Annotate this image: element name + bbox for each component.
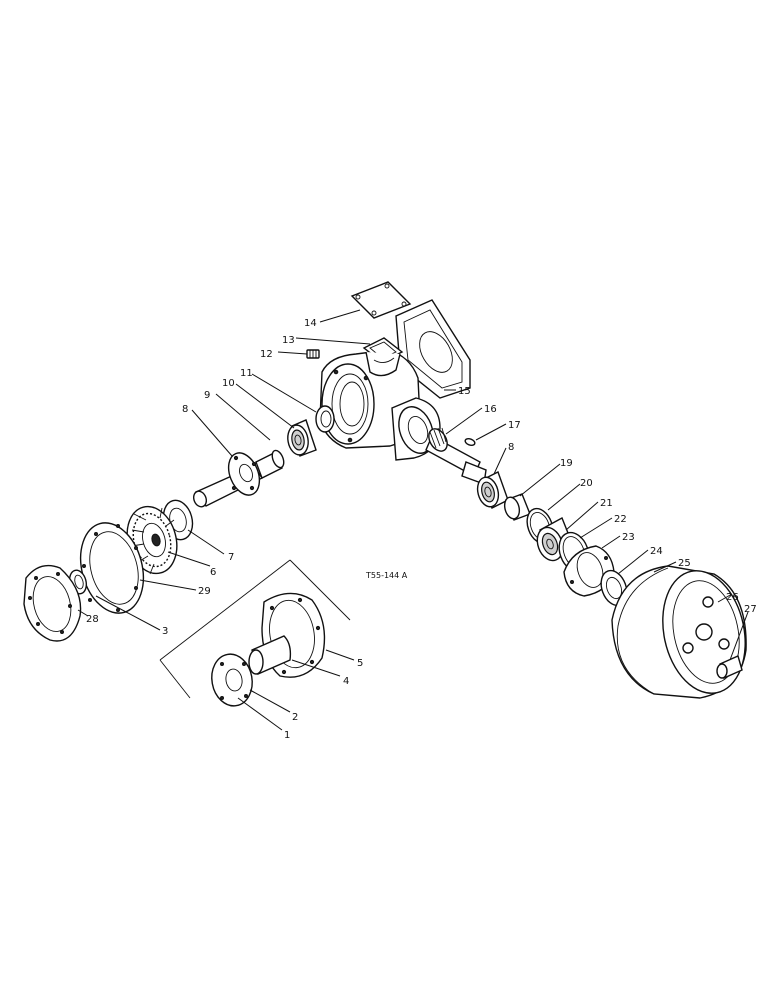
callout-13: 13 <box>282 335 295 346</box>
part-8-input-shaft <box>192 449 285 508</box>
part-21-bearing <box>536 517 575 562</box>
part-12-breather-plug <box>306 349 320 359</box>
callout-4: 4 <box>343 676 349 687</box>
callout-8-bearing: 8 <box>508 442 514 453</box>
part-28-end-cover <box>23 564 82 642</box>
callout-15: 15 <box>458 386 471 397</box>
callout-6: 6 <box>210 567 216 578</box>
callout-21: 21 <box>600 498 613 509</box>
callout-3: 3 <box>162 626 168 637</box>
callout-2: 2 <box>292 712 298 723</box>
callout-11: 11 <box>240 368 253 379</box>
callout-25: 25 <box>678 558 691 569</box>
part-8-bearing <box>476 471 509 509</box>
callout-27: 27 <box>744 604 757 615</box>
part-10-bearing <box>287 419 317 457</box>
callout-26: 26 <box>726 592 739 603</box>
callout-29: 29 <box>198 586 211 597</box>
callout-numbers: 1 2 3 4 5 6 7 8 8 9 10 11 12 13 14 15 16… <box>86 318 757 741</box>
part-14-cover-plate <box>350 281 412 319</box>
part-15-gearbox-housing <box>319 299 471 461</box>
callout-1: 1 <box>284 730 290 741</box>
part-17-key <box>464 438 476 446</box>
callout-9: 9 <box>204 390 210 401</box>
drawing-reference: T55-144 A <box>365 571 408 580</box>
callout-28: 28 <box>86 614 99 625</box>
leader-lines <box>77 309 749 731</box>
callout-12: 12 <box>260 349 273 360</box>
part-11-oil-seal <box>315 405 335 433</box>
callout-14: 14 <box>304 318 317 329</box>
callout-10: 10 <box>222 378 235 389</box>
callout-7: 7 <box>228 552 234 563</box>
callout-8-shaft: 8 <box>182 404 188 415</box>
callout-5: 5 <box>357 658 363 669</box>
callout-20: 20 <box>580 478 593 489</box>
callout-23: 23 <box>622 532 635 543</box>
part-29-gasket <box>79 522 145 614</box>
callout-17: 17 <box>508 420 521 431</box>
callout-16: 16 <box>484 404 497 415</box>
part-27-nut <box>716 655 743 679</box>
callout-22: 22 <box>614 514 627 525</box>
inset-alternative-flange-group <box>159 559 351 707</box>
part-16-output-shaft <box>425 427 487 485</box>
callout-24: 24 <box>650 546 663 557</box>
part-25-pulley <box>611 565 747 699</box>
callout-19: 19 <box>560 458 573 469</box>
